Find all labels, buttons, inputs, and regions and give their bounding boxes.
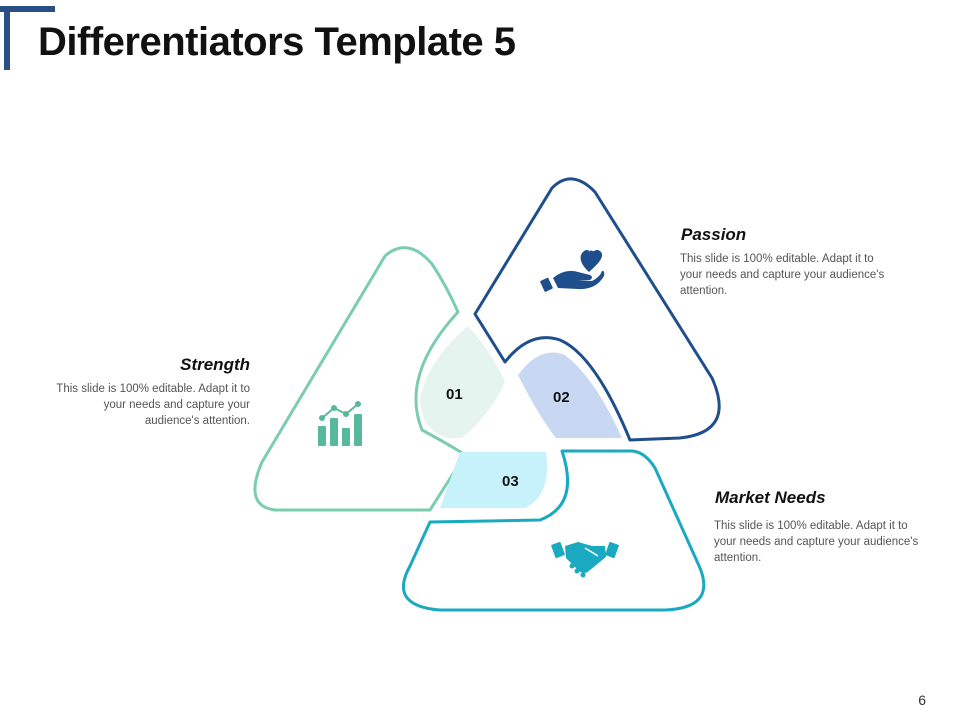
strength-description: This slide is 100% editable. Adapt it to… bbox=[56, 383, 250, 427]
segment-03-number: 03 bbox=[502, 473, 519, 490]
segment-01-number: 01 bbox=[446, 386, 463, 403]
page-title: Differentiators Template 5 bbox=[38, 20, 516, 64]
corner-accent bbox=[0, 6, 55, 70]
passion-triangle bbox=[473, 177, 721, 442]
segment-02 bbox=[518, 352, 622, 438]
segment-03 bbox=[440, 452, 548, 508]
segment-01 bbox=[420, 326, 505, 438]
market-needs-triangle bbox=[401, 449, 706, 612]
strength-triangle bbox=[253, 246, 467, 512]
handshake-icon bbox=[551, 541, 619, 578]
strength-heading: Strength bbox=[180, 355, 250, 374]
market-needs-description: This slide is 100% editable. Adapt it to… bbox=[714, 520, 919, 564]
market-needs-heading: Market Needs bbox=[715, 488, 826, 507]
page-number: 6 bbox=[918, 692, 926, 708]
segment-02-number: 02 bbox=[553, 389, 570, 406]
growth-chart-icon bbox=[318, 401, 362, 446]
passion-heading: Passion bbox=[681, 225, 747, 244]
passion-description: This slide is 100% editable. Adapt it to… bbox=[680, 253, 885, 297]
heart-in-hand-icon bbox=[540, 249, 605, 292]
